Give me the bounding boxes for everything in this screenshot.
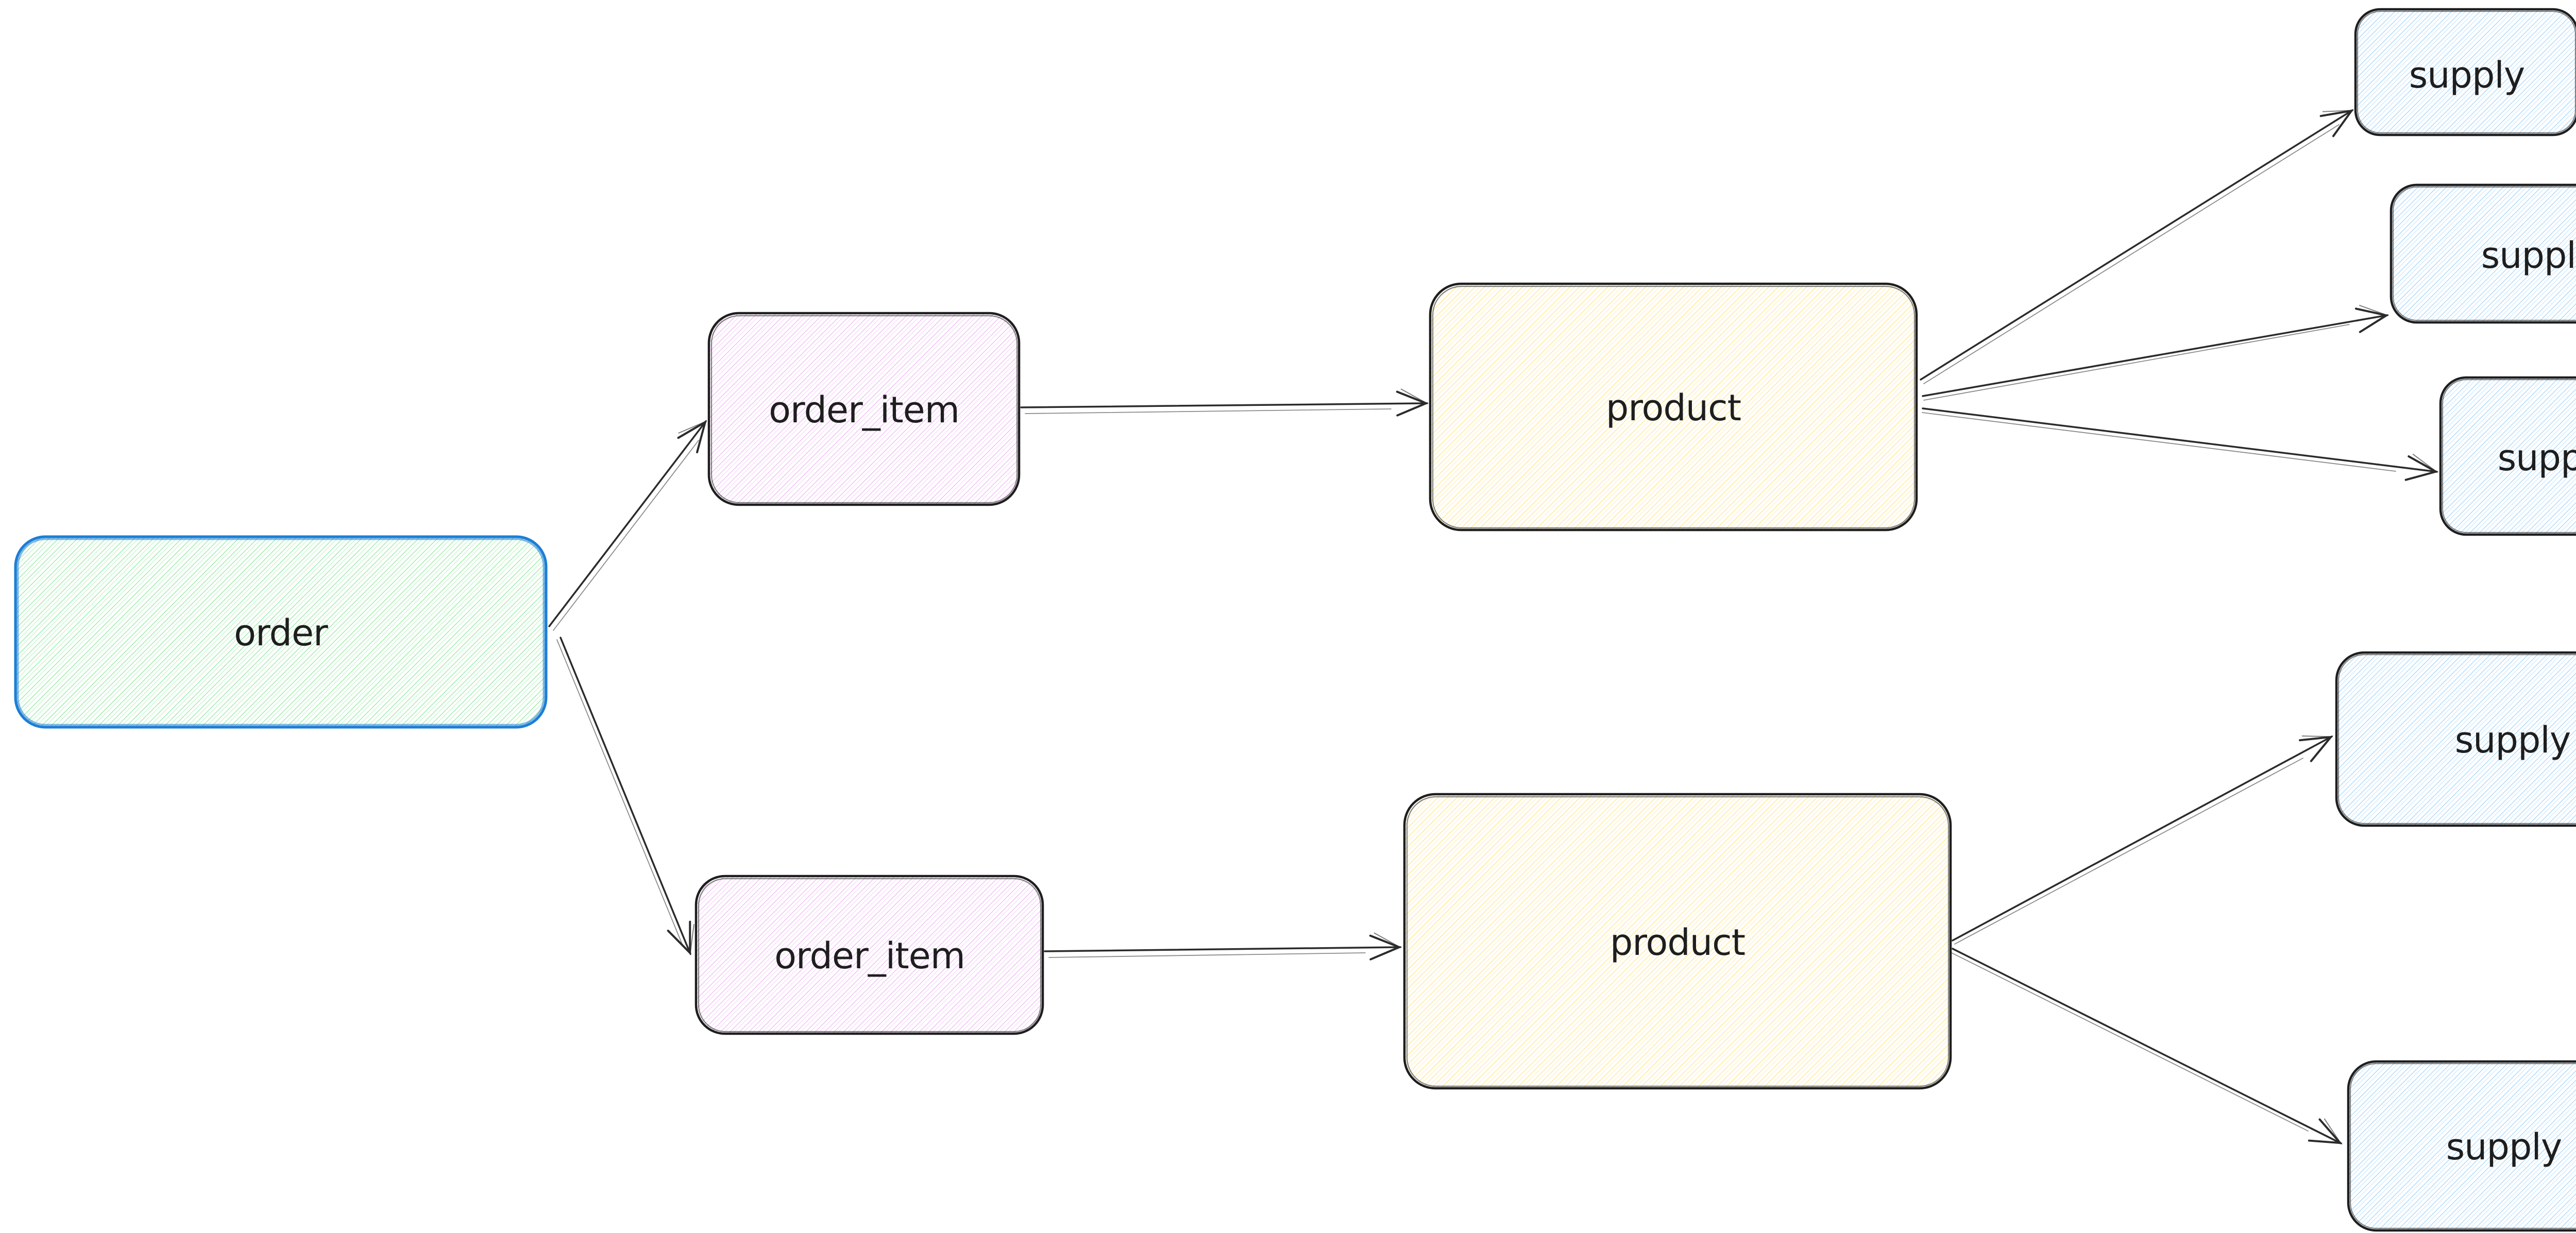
arrow-order-item-top-to-product-top[interactable] [1020,388,1429,417]
arrow-product-bottom-to-supply-4[interactable] [1952,735,2333,945]
arrow-product-top-to-supply-1[interactable] [1920,109,2354,384]
node-product-bottom[interactable]: product [1403,793,1952,1090]
node-supply-top-3-label: supply [2498,437,2576,479]
arrow-order-item-bottom-to-product-bottom[interactable] [1044,932,1402,961]
node-order-item-bottom[interactable]: order_item [694,875,1044,1035]
node-product-bottom-label: product [1610,921,1745,964]
node-supply-top-1-label: supply [2409,54,2525,96]
arrow-product-bottom-to-supply-5[interactable] [1950,948,2343,1144]
arrow-order-to-order-item-top[interactable] [548,420,707,631]
node-product-top[interactable]: product [1429,282,1918,532]
arrow-product-top-to-supply-3[interactable] [1922,407,2439,481]
node-supply-top-2[interactable]: supply [2389,183,2576,324]
node-supply-top-2-label: supply [2481,234,2576,277]
node-order-item-bottom-label: order_item [774,935,965,977]
arrow-product-top-to-supply-2[interactable] [1922,304,2389,401]
node-order-item-top[interactable]: order_item [707,312,1021,506]
arrow-order-to-order-item-bottom[interactable] [556,637,694,956]
node-supply-bottom-2-label: supply [2446,1126,2562,1168]
node-supply-bottom-1[interactable]: supply [2335,651,2576,827]
node-product-top-label: product [1606,387,1741,429]
node-supply-top-1[interactable]: supply [2354,8,2576,136]
node-order-label: order [234,612,328,654]
node-order-item-top-label: order_item [769,389,959,431]
node-supply-bottom-2[interactable]: supply [2347,1060,2576,1232]
node-supply-bottom-1-label: supply [2455,719,2571,761]
node-order[interactable]: order [14,535,548,729]
node-supply-top-3[interactable]: supply [2439,376,2576,536]
